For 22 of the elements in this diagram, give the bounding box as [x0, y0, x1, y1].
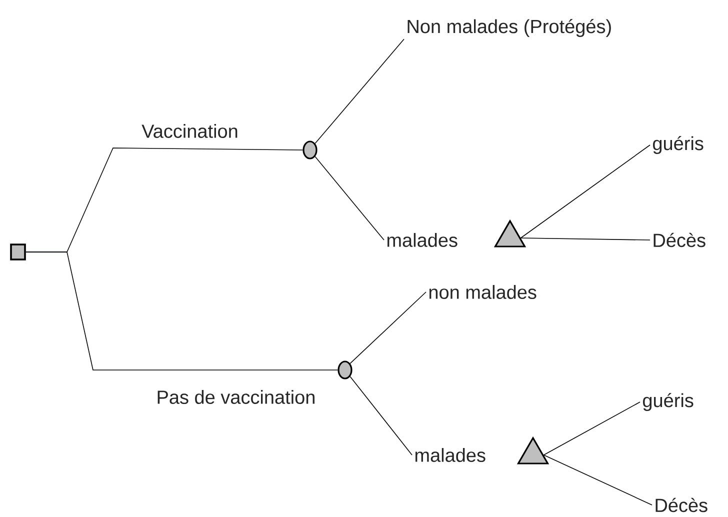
outcome-label: Décès: [656, 498, 708, 512]
branch-line: [543, 454, 652, 506]
outcome-label: non malades: [429, 285, 536, 299]
branch-line: [314, 156, 384, 240]
outcome-label: Décès: [654, 232, 706, 248]
branch-line: [350, 292, 426, 364]
outcome-label: guéris: [643, 393, 694, 411]
decision-square: [10, 244, 26, 260]
outcome-label: guéris: [653, 136, 704, 154]
outcome-label: malades: [387, 233, 458, 247]
outcome-label: malades: [415, 448, 486, 462]
branch-label: Vaccination: [140, 123, 240, 139]
chance-circle: [302, 140, 318, 160]
branch-line: [314, 38, 404, 144]
outcome-label: Non malades (Protégés): [408, 19, 611, 37]
branch-line: [520, 238, 650, 240]
chance-circle: [338, 360, 352, 380]
branch-label: Pas de vaccination: [155, 389, 317, 405]
branch-line: [543, 402, 640, 456]
branch-line: [26, 252, 338, 370]
branch-line: [520, 144, 650, 238]
branch-line: [350, 376, 412, 456]
